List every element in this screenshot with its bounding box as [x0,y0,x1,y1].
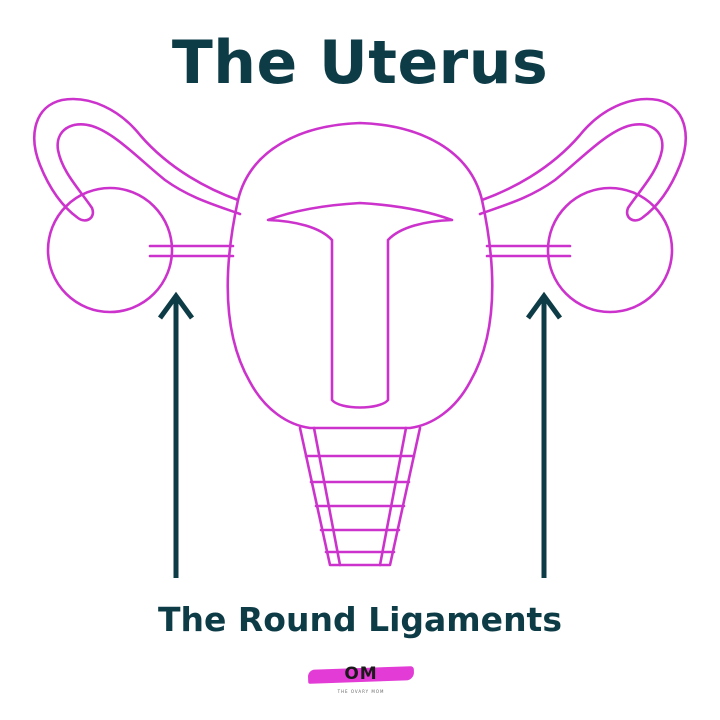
vaginal-rugae [304,454,416,554]
logo-subtext: THE OVARY MOM [337,689,385,694]
right-ovary [546,186,674,314]
arrow-up-icon [157,291,195,578]
cervix [298,426,422,567]
uterine-cavity [266,201,454,409]
left-ovary [46,186,174,314]
logo-text: OM [344,664,378,684]
uterus-body [226,121,494,430]
right-round-ligament [485,244,572,258]
arrow-up-icon [525,291,563,578]
right-fallopian-tube [478,97,687,222]
left-round-ligament [148,244,235,258]
ligament-caption: The Round Ligaments [158,600,562,639]
brand-logo: OM THE OVARY MOM [307,663,415,694]
page-title: The Uterus [171,28,549,98]
left-fallopian-tube [33,97,242,222]
